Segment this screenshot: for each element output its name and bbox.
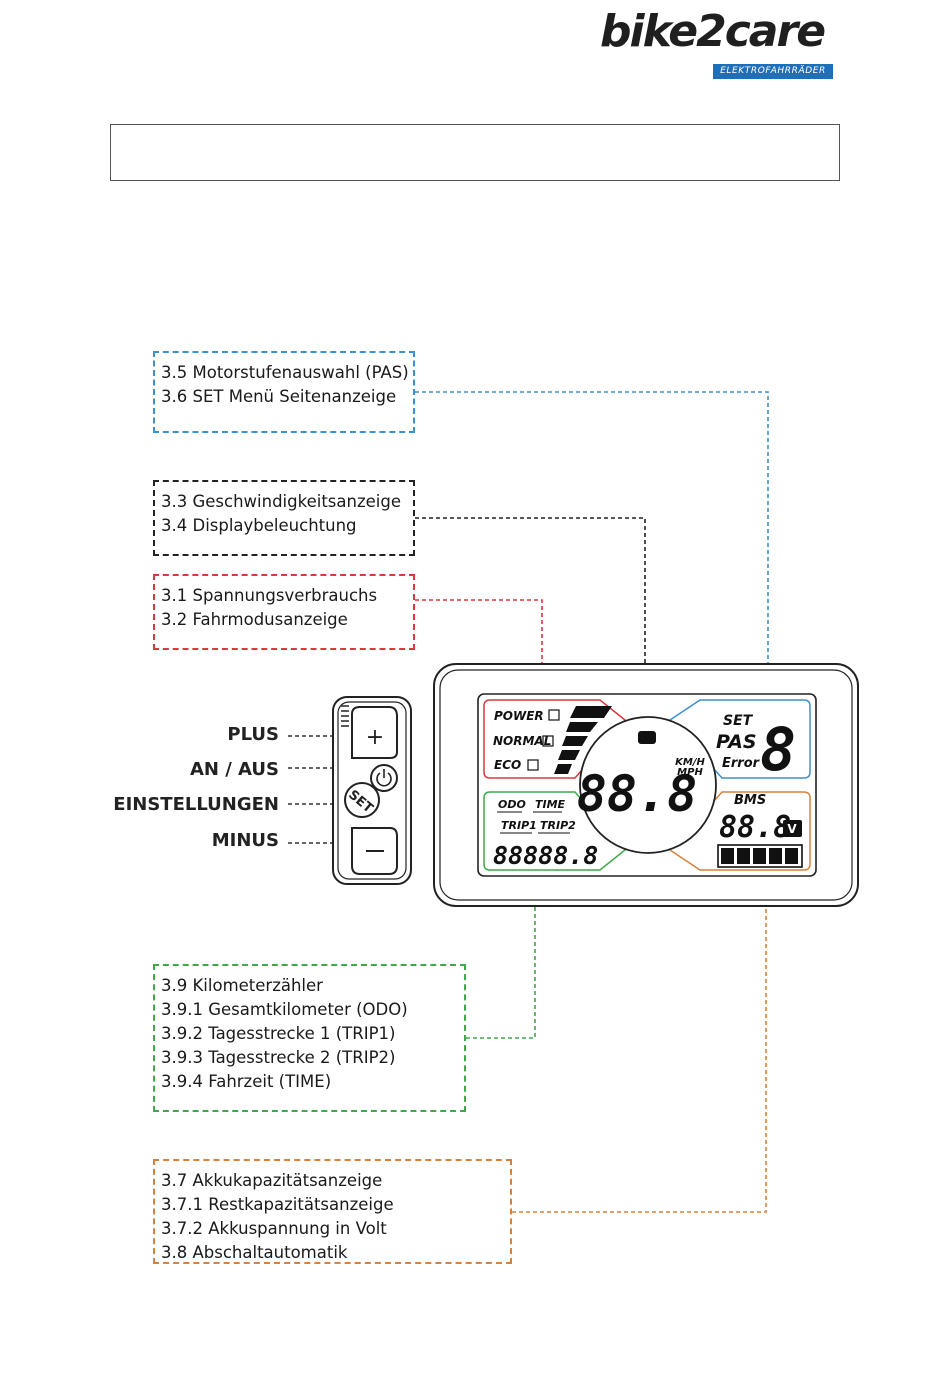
title-box [110, 124, 840, 181]
battery-zone-outline [668, 791, 811, 871]
callout-odo-line-4: 3.9.3 Tagesstrecke 2 (TRIP2) [161, 1048, 396, 1067]
plus-key [351, 706, 398, 759]
lcd-display: 88.8 KM/H MPH POWER NORMAL ECO SET PAS E… [433, 663, 859, 907]
unit-mph: MPH [677, 767, 703, 778]
callout-mode-line-2: 3.2 Fahrmodusanzeige [161, 610, 348, 629]
mode-eco: ECO [494, 758, 521, 772]
check-eco-icon [527, 759, 539, 771]
callout-speed-line-1: 3.3 Geschwindigkeitsanzeige [161, 492, 401, 511]
battery-level-icon [717, 844, 803, 868]
mode-normal: NORMAL [493, 734, 551, 748]
set-key [344, 782, 380, 818]
callout-odo-line-2: 3.9.1 Gesamtkilometer (ODO) [161, 1000, 408, 1019]
check-power-icon [548, 709, 560, 721]
callout-speed-line-2: 3.4 Displaybeleuchtung [161, 516, 357, 535]
brand-logo: bike2care ELEKTROFAHRRÄDER [600, 6, 840, 79]
callout-speed-light: 3.3 Geschwindigkeitsanzeige 3.4 Displayb… [153, 480, 415, 556]
label-plus: PLUS [227, 724, 279, 745]
logo-tagline: ELEKTROFAHRRÄDER [713, 64, 833, 79]
volt-unit-badge [783, 820, 802, 837]
callout-odo-line-5: 3.9.4 Fahrzeit (TIME) [161, 1072, 332, 1091]
trip1-label: TRIP1 [501, 819, 537, 832]
leader-line-orange [512, 872, 767, 1213]
label-settings: EINSTELLUNGEN [113, 794, 279, 815]
label-on-off: AN / AUS [189, 759, 279, 780]
logo-wordmark: bike2care [600, 6, 826, 57]
callout-battery-line-3: 3.7.2 Akkuspannung in Volt [161, 1219, 387, 1238]
leader-line-green [466, 870, 536, 1039]
callout-pas-set: 3.5 Motorstufenauswahl (PAS) 3.6 SET Men… [153, 351, 415, 433]
odo-label: ODO [498, 798, 526, 811]
callout-pas-line-2: 3.6 SET Menü Seitenanzeige [161, 387, 397, 406]
plus-icon: + [366, 725, 384, 750]
callout-odo-line-3: 3.9.2 Tagesstrecke 1 (TRIP1) [161, 1024, 396, 1043]
power-bar-gauge-icon [554, 706, 612, 774]
label-minus: MINUS [211, 830, 279, 851]
mode-zone-outline [483, 699, 627, 779]
callout-battery-line-1: 3.7 Akkukapazitätsanzeige [161, 1171, 383, 1190]
unit-kmh: KM/H [675, 757, 705, 768]
check-normal-icon [542, 735, 554, 747]
leader-line-red [415, 599, 543, 700]
trip2-label: TRIP2 [540, 819, 576, 832]
callout-battery-line-2: 3.7.1 Restkapazitätsanzeige [161, 1195, 394, 1214]
time-label: TIME [535, 798, 566, 811]
power-icon [376, 772, 392, 787]
pas-zone-outline [668, 699, 811, 779]
odometer-readout: 88888.8 [493, 841, 598, 870]
speed-dial [579, 716, 717, 854]
mode-power: POWER [494, 709, 544, 723]
pas-indicator: PAS [716, 731, 757, 753]
odometer-zone-outline [483, 791, 627, 871]
pas-level-digit: 8 [760, 715, 796, 785]
error-indicator: Error [722, 756, 761, 771]
light-icon [638, 731, 656, 744]
callout-mode-line-1: 3.1 Spannungsverbrauchs [161, 586, 378, 605]
leader-line-blue [415, 391, 769, 700]
callout-odo-line-1: 3.9 Kilometerzähler [161, 976, 323, 995]
bms-label: BMS [734, 793, 766, 808]
remote-control: + SET [332, 696, 412, 885]
callout-odometer: 3.9 Kilometerzähler 3.9.1 Gesamtkilomete… [153, 964, 466, 1112]
volt-unit-label: V [787, 822, 797, 836]
set-indicator: SET [723, 713, 754, 729]
speed-readout: 88.8 [577, 765, 697, 823]
callout-voltage-mode: 3.1 Spannungsverbrauchs 3.2 Fahrmodusanz… [153, 574, 415, 650]
callout-battery: 3.7 Akkukapazitätsanzeige 3.7.1 Restkapa… [153, 1159, 512, 1264]
callout-pas-line-1: 3.5 Motorstufenauswahl (PAS) [161, 363, 409, 382]
voltage-readout: 88.8 [719, 810, 791, 845]
callout-battery-line-4: 3.8 Abschaltautomatik [161, 1243, 348, 1262]
